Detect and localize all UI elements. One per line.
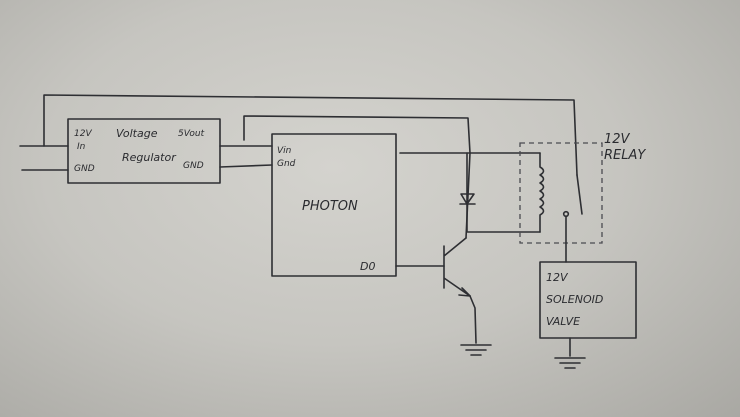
- relay: 12V RELAY: [519, 132, 646, 263]
- wire-gnd-link: [219, 164, 273, 168]
- ground-symbol-solenoid: [554, 357, 586, 369]
- flyback-diode: [459, 152, 476, 233]
- wire-12v-rail: [43, 94, 578, 176]
- input-wires: [19, 94, 578, 176]
- relay-label-line1: 12V: [604, 132, 631, 147]
- photon-board: Vin Gnd PHOTON D0: [271, 133, 397, 277]
- regulator-title-line2: Regulator: [122, 151, 177, 164]
- solenoid-label-line1: 12V: [546, 271, 569, 284]
- wire-emitter-ground: [469, 295, 477, 344]
- solenoid-label-line2: SOLENOID: [546, 293, 603, 306]
- photon-title: PHOTON: [302, 199, 358, 214]
- photon-vin-label: Vin: [277, 146, 292, 156]
- driver-circuit: [395, 152, 545, 356]
- transistor-symbol: [443, 237, 471, 297]
- photon-box: [271, 133, 397, 277]
- relay-label-line2: RELAY: [604, 148, 646, 163]
- photon-d0-label: D0: [360, 260, 375, 273]
- regulator-5vout-label: 5Vout: [178, 129, 205, 139]
- regulator-in-label: In: [77, 142, 86, 152]
- wire-aux-top: [243, 115, 471, 154]
- regulator-title-line1: Voltage: [116, 127, 158, 140]
- regulator-to-photon-wires: [219, 115, 471, 168]
- voltage-regulator: 12V In GND Voltage Regulator 5Vout GND: [67, 118, 221, 184]
- relay-coil: [539, 152, 545, 233]
- regulator-gnd-in-label: GND: [74, 164, 95, 174]
- solenoid-label-line3: VALVE: [546, 315, 580, 328]
- regulator-gnd-out-label: GND: [183, 161, 204, 171]
- relay-dashed-outline: [519, 142, 603, 244]
- regulator-box: [67, 118, 221, 184]
- regulator-12v-label: 12V: [74, 129, 92, 139]
- relay-switch-arm: [576, 174, 583, 215]
- photon-gnd-label: Gnd: [277, 159, 296, 169]
- ground-symbol-transistor: [460, 344, 492, 356]
- solenoid-box: [539, 261, 637, 339]
- solenoid-valve: 12V SOLENOID VALVE: [539, 261, 637, 369]
